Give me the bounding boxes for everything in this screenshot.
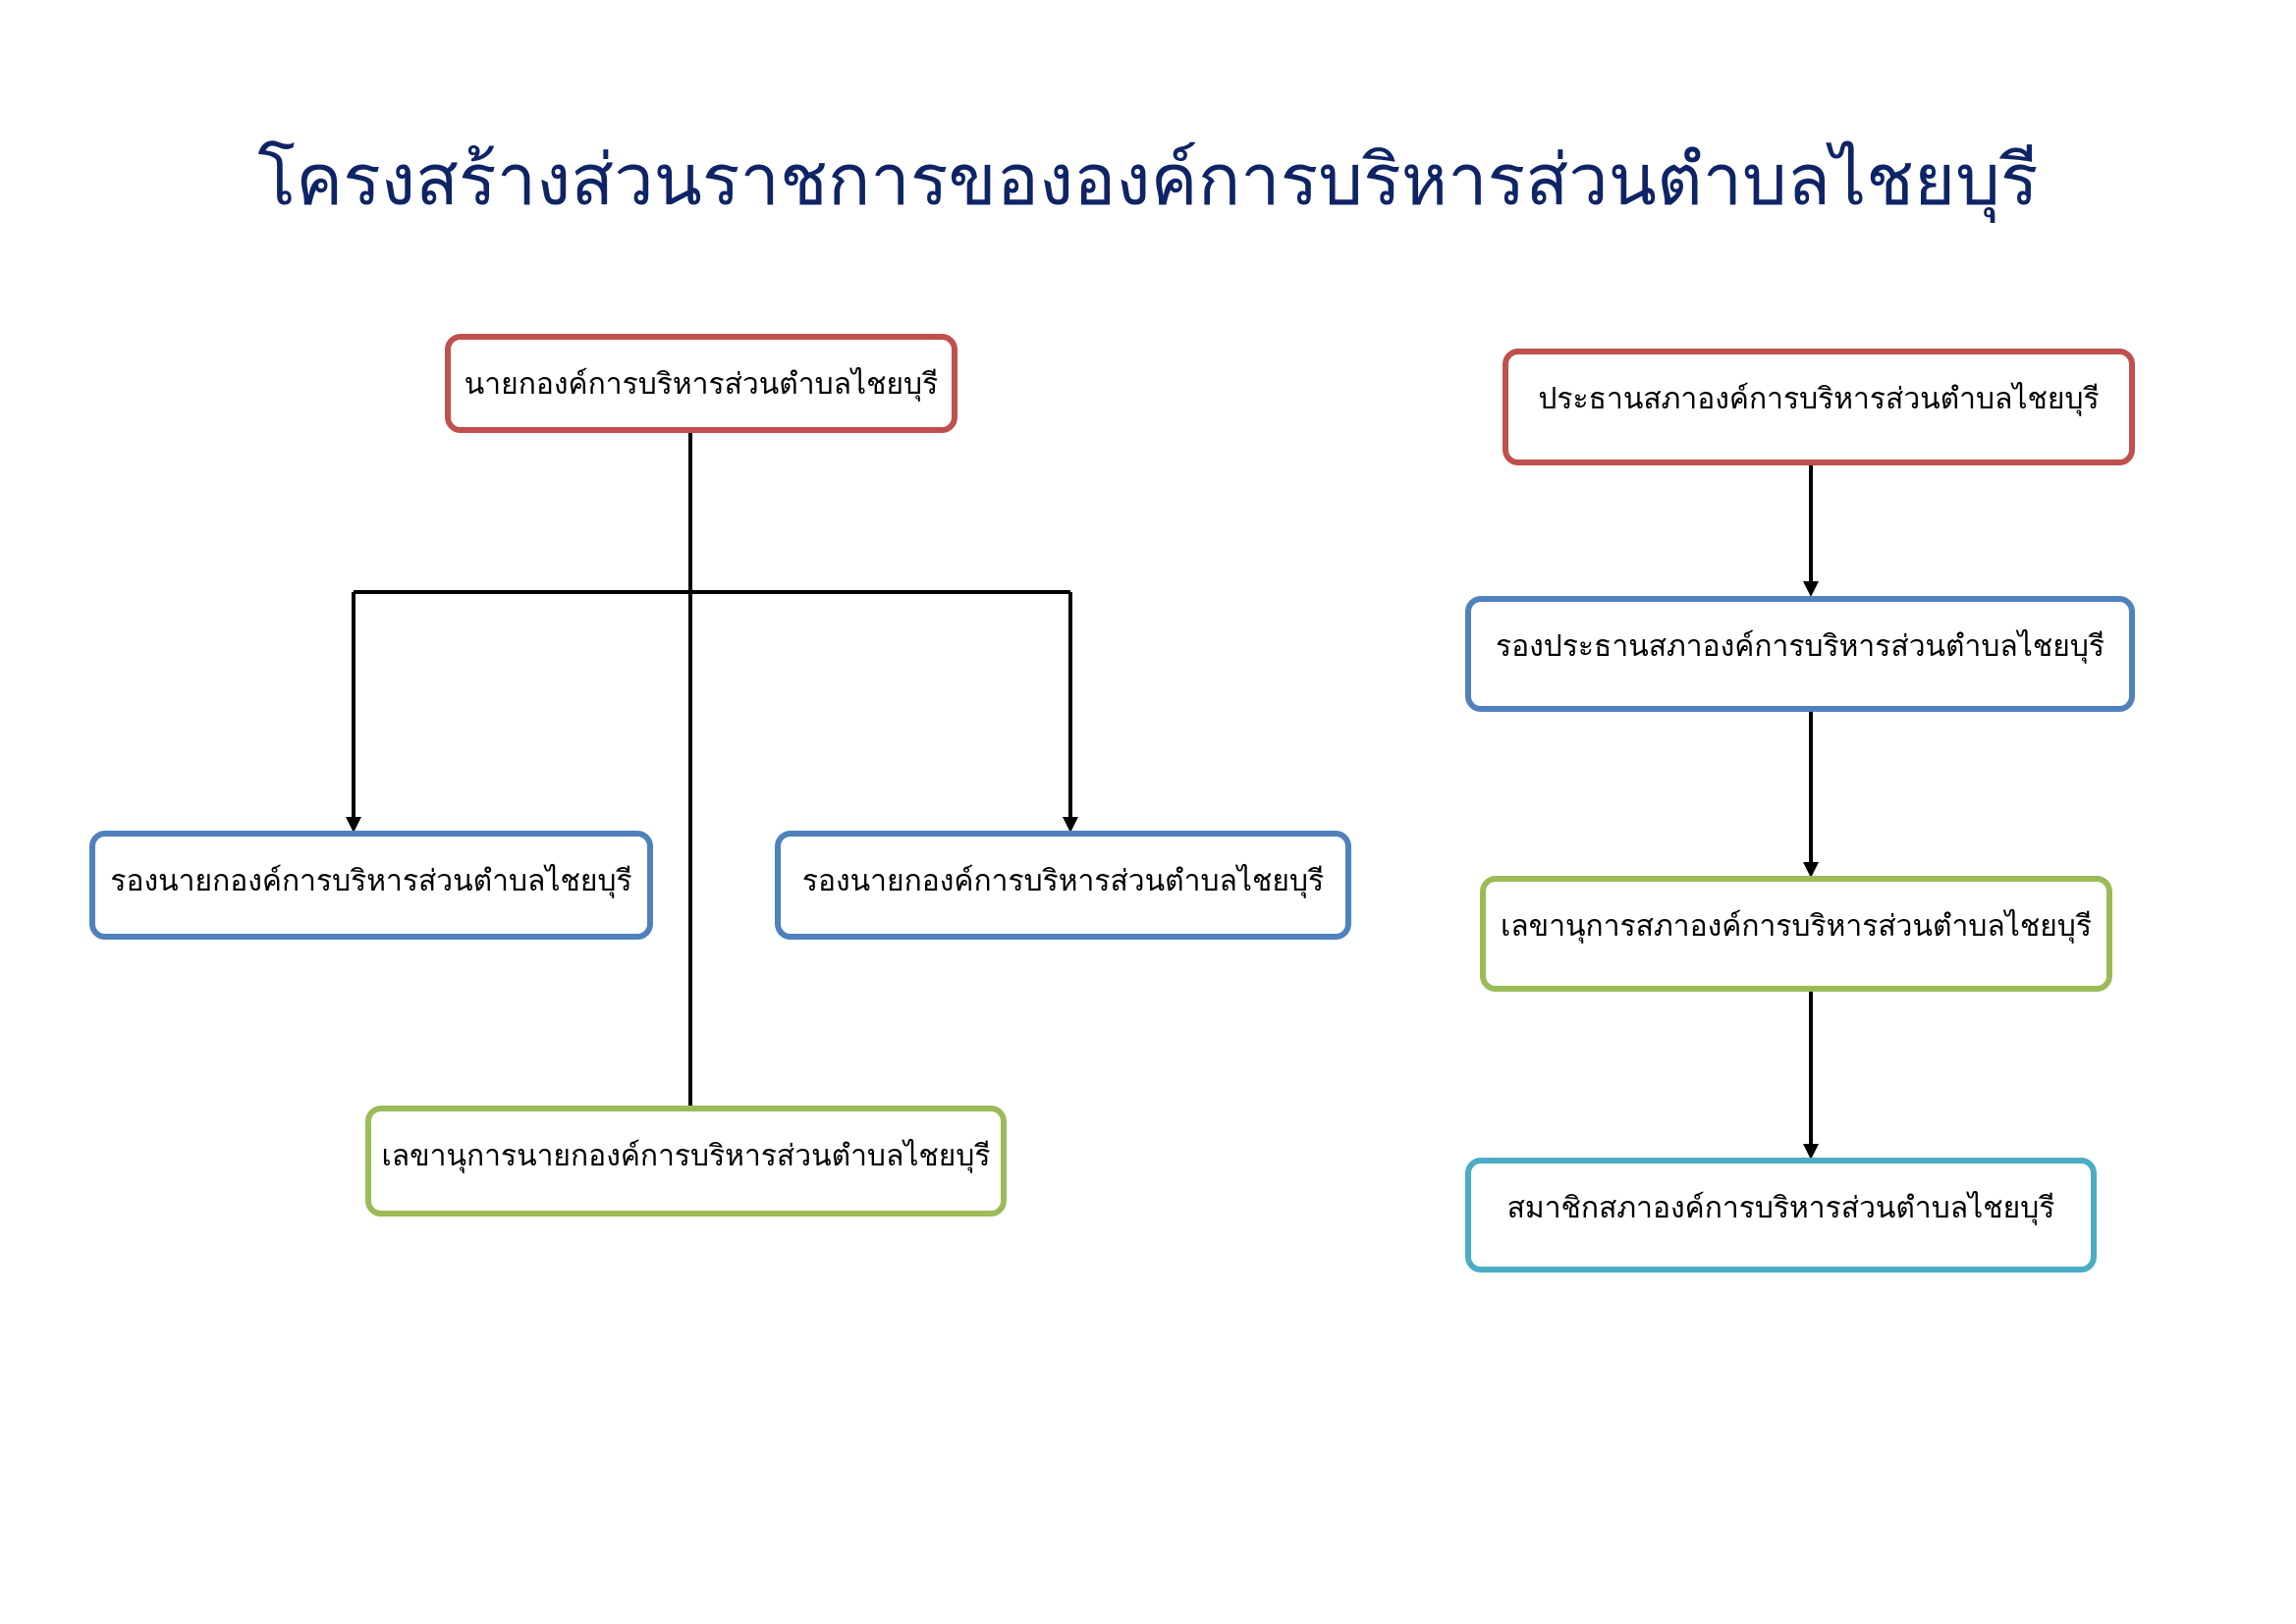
arrowhead xyxy=(1063,817,1078,833)
box-label: สมาชิกสภาองค์การบริหารส่วนตำบลไชยบุรี xyxy=(1506,1191,2055,1225)
box-mayor-secretary: เลขานุการนายกองค์การบริหารส่วนตำบลไชยบุร… xyxy=(365,1106,1007,1217)
box-label: นายกองค์การบริหารส่วนตำบลไชยบุรี xyxy=(464,367,939,402)
page-title: โครงสร้างส่วนราชการขององค์การบริหารส่วนต… xyxy=(257,138,2039,221)
box-deputy-mayor-right: รองนายกองค์การบริหารส่วนตำบลไชยบุรี xyxy=(775,831,1351,940)
box-label: เลขานุการสภาองค์การบริหารส่วนตำบลไชยบุรี xyxy=(1501,909,2092,944)
arrowhead xyxy=(346,817,361,833)
arrowhead xyxy=(1803,862,1819,878)
box-label: รองนายกองค์การบริหารส่วนตำบลไชยบุรี xyxy=(801,864,1325,898)
arrowhead xyxy=(1803,1144,1819,1160)
box-council-president: ประธานสภาองค์การบริหารส่วนตำบลไชยบุรี xyxy=(1503,349,2135,465)
box-council-members: สมาชิกสภาองค์การบริหารส่วนตำบลไชยบุรี xyxy=(1465,1158,2097,1272)
box-label: ประธานสภาองค์การบริหารส่วนตำบลไชยบุรี xyxy=(1538,382,2100,416)
box-council-secretary: เลขานุการสภาองค์การบริหารส่วนตำบลไชยบุรี xyxy=(1480,876,2112,992)
box-label: รองประธานสภาองค์การบริหารส่วนตำบลไชยบุรี xyxy=(1496,629,2105,664)
box-label: เลขานุการนายกองค์การบริหารส่วนตำบลไชยบุร… xyxy=(381,1139,991,1173)
box-label: รองนายกองค์การบริหารส่วนตำบลไชยบุรี xyxy=(110,864,632,898)
box-council-vice-president: รองประธานสภาองค์การบริหารส่วนตำบลไชยบุรี xyxy=(1465,596,2135,712)
box-mayor: นายกองค์การบริหารส่วนตำบลไชยบุรี xyxy=(445,334,957,433)
arrowhead xyxy=(1803,581,1819,597)
box-deputy-mayor-left: รองนายกองค์การบริหารส่วนตำบลไชยบุรี xyxy=(89,831,653,940)
